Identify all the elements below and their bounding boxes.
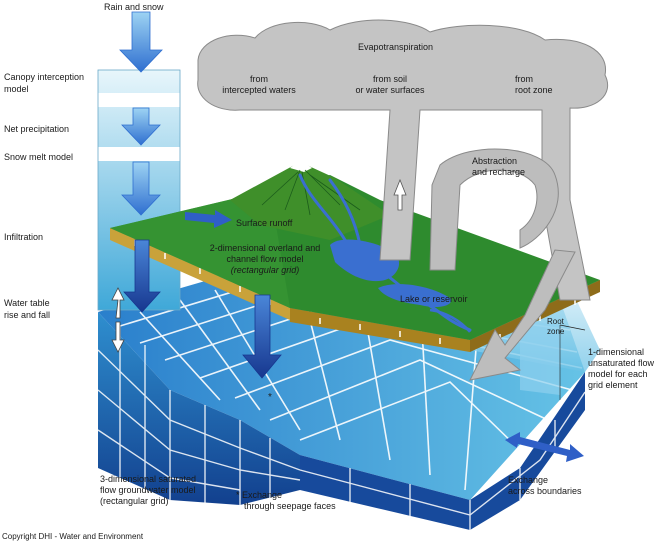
root-zone-label-1: Root bbox=[547, 317, 564, 326]
from-root-label-2: root zone bbox=[515, 85, 553, 95]
evapotranspiration-label: Evapotranspiration bbox=[358, 42, 434, 52]
from-soil-label-2: or water surfaces bbox=[355, 85, 425, 95]
saturated-model-label-3: (rectangular grid) bbox=[100, 496, 169, 506]
snow-melt-label: Snow melt model bbox=[4, 152, 74, 162]
canopy-label-1: Canopy interception bbox=[4, 72, 85, 82]
from-intercepted-label-1: from bbox=[250, 74, 268, 84]
unsaturated-model-label-2: unsaturated flow bbox=[588, 358, 655, 368]
unsaturated-model-label-3: model for each bbox=[588, 369, 648, 379]
land-surface bbox=[110, 160, 600, 352]
saturated-model-label-1: 3-dimensional saturated bbox=[100, 474, 197, 484]
canopy-label-2: model bbox=[4, 84, 29, 94]
root-zone-label-2: zone bbox=[547, 327, 565, 336]
abstraction-label-1: Abstraction bbox=[472, 156, 518, 166]
net-precipitation-label: Net precipitation bbox=[4, 124, 70, 134]
overland-flow-label-1: 2-dimensional overland and bbox=[209, 243, 321, 253]
unsaturated-model-label-4: grid element bbox=[588, 380, 638, 390]
seepage-label-1: * Exchange bbox=[236, 490, 283, 500]
water-table-label-2: rise and fall bbox=[4, 310, 51, 320]
rain-snow-label: Rain and snow bbox=[104, 2, 164, 12]
from-intercepted-label-2: intercepted waters bbox=[222, 85, 296, 95]
seepage-label-2: through seepage faces bbox=[244, 501, 336, 511]
exchange-boundaries-label-1: Exchange bbox=[508, 475, 549, 485]
evapotranspiration-cloud bbox=[197, 19, 608, 381]
infiltration-label: Infiltration bbox=[4, 232, 44, 242]
overland-flow-label-2: channel flow model bbox=[226, 254, 304, 264]
from-root-label-1: from bbox=[515, 74, 533, 84]
overland-flow-label-3: (rectangular grid) bbox=[230, 265, 300, 275]
precipitation-arrows: * bbox=[111, 11, 584, 462]
unsaturated-model-label-1: 1-dimensional bbox=[588, 347, 645, 357]
lake-label: Lake or reservoir bbox=[400, 294, 468, 304]
from-soil-label-1: from soil bbox=[372, 74, 407, 84]
abstraction-label-2: and recharge bbox=[472, 167, 526, 177]
water-table-label-1: Water table bbox=[4, 298, 50, 308]
copyright-label: Copyright DHI - Water and Environment bbox=[2, 532, 144, 541]
svg-text:*: * bbox=[268, 392, 272, 403]
saturated-model-label-2: flow groundwater model bbox=[100, 485, 196, 495]
surface-runoff-label: Surface runoff bbox=[236, 218, 293, 228]
exchange-boundaries-label-2: across boundaries bbox=[508, 486, 582, 496]
